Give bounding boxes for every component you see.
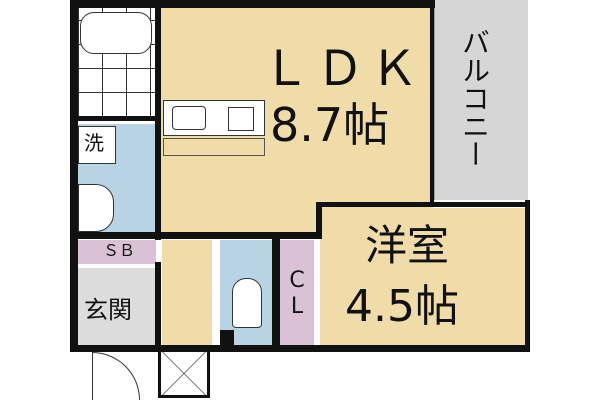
washer-space bbox=[78, 126, 116, 164]
bathtub-icon bbox=[80, 12, 152, 54]
wall bbox=[70, 0, 435, 8]
wall bbox=[430, 0, 434, 202]
meter-box bbox=[158, 352, 210, 398]
wall bbox=[272, 239, 280, 349]
wall bbox=[155, 262, 161, 350]
kitchen-sink-icon bbox=[172, 106, 206, 130]
entrance-door[interactable] bbox=[92, 352, 140, 400]
ldk-size: 8.7帖 bbox=[270, 98, 390, 152]
balcony-label: バルコニー bbox=[458, 28, 491, 168]
ldk-label: ＬＤＫ bbox=[262, 41, 425, 97]
wall bbox=[220, 330, 234, 346]
wall bbox=[70, 345, 530, 352]
wall bbox=[78, 116, 158, 121]
wall bbox=[316, 202, 322, 239]
counter-ledge bbox=[163, 138, 265, 156]
sink-icon bbox=[78, 184, 114, 232]
wall bbox=[316, 202, 528, 207]
wall bbox=[70, 0, 78, 352]
western-room-size: 4.5帖 bbox=[345, 281, 459, 332]
western-room-label: 洋室 bbox=[365, 221, 450, 270]
balcony-area bbox=[433, 0, 528, 200]
wall bbox=[70, 232, 320, 239]
entrance-floor bbox=[78, 268, 156, 346]
shoe-box bbox=[78, 240, 156, 264]
hallway-floor bbox=[162, 240, 212, 346]
closet-area bbox=[280, 240, 314, 346]
closet-label: CL bbox=[289, 268, 305, 320]
wall bbox=[525, 200, 530, 352]
toilet-icon bbox=[232, 278, 262, 328]
shoe-box-label: ＳＢ bbox=[103, 241, 136, 260]
washer-label: 洗 bbox=[84, 131, 104, 155]
entrance-label: 玄関 bbox=[84, 296, 132, 324]
stove-icon bbox=[228, 107, 254, 131]
western-room-floor bbox=[320, 208, 525, 346]
wall bbox=[155, 8, 161, 240]
